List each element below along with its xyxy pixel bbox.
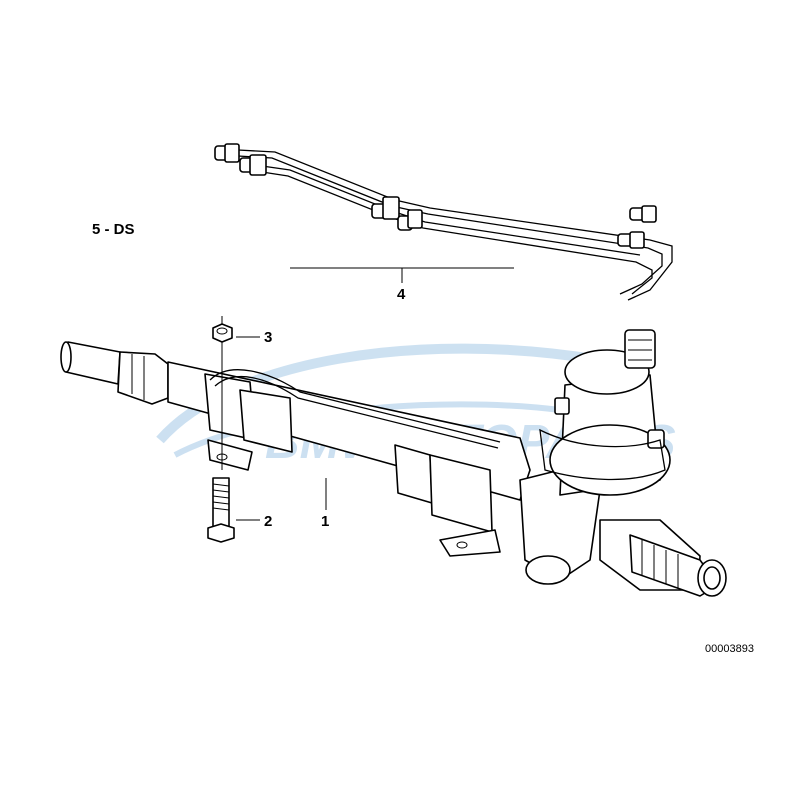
bolt [207, 477, 235, 543]
callout-label-4: 4 [397, 286, 406, 303]
steering-rack [60, 329, 727, 597]
callout-label-3: 3 [264, 329, 272, 346]
variant-label: 5 - DS [92, 221, 135, 238]
nut [212, 316, 233, 470]
line-fitting [214, 143, 657, 249]
image-code: 00003893 [705, 643, 754, 655]
pressure-lines [214, 143, 673, 301]
callout-label-1: 1 [321, 513, 329, 530]
callout-label-2: 2 [264, 513, 272, 530]
